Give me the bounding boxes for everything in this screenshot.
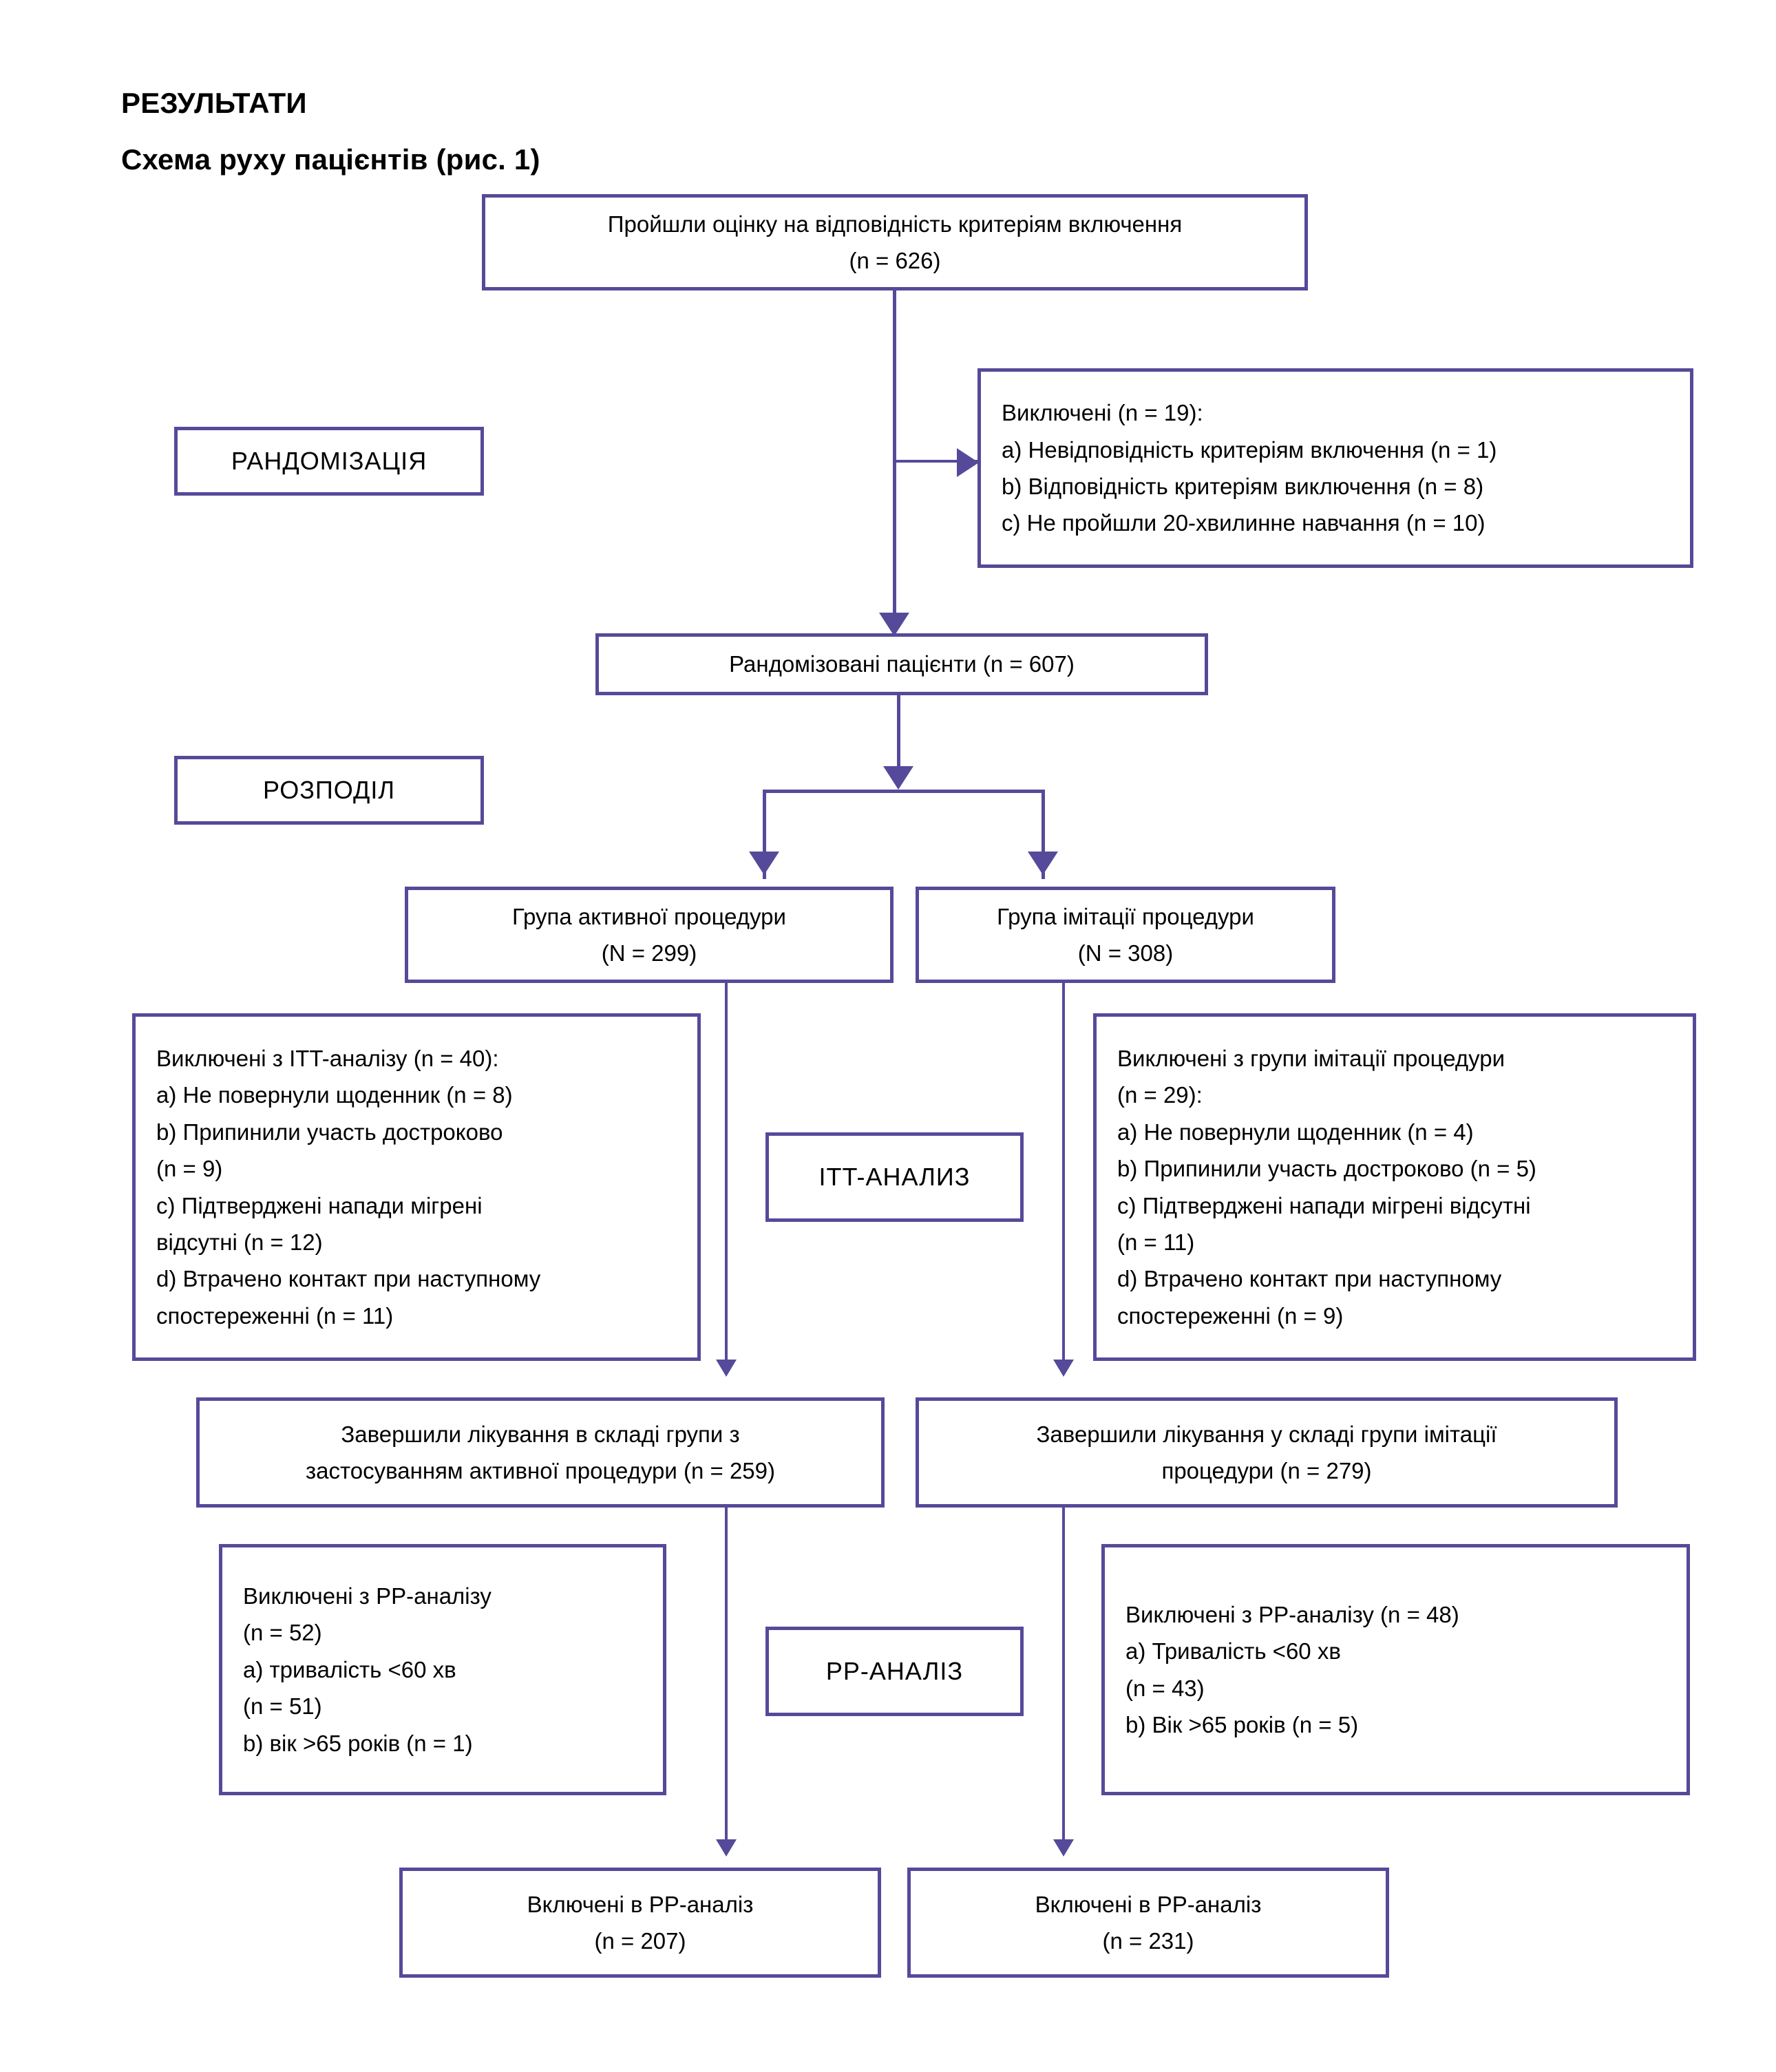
itt-excluded-sham-reason-c-count: (n = 11) [1117,1229,1195,1255]
stage-pp-text: PP-АНАЛІЗ [825,1656,964,1685]
arrowhead-to-sham-group [1028,852,1058,875]
itt-excluded-active-reason-d-count: спостереженні (n = 11) [156,1302,394,1329]
box-pp-excluded-active: Виключені з PP-аналізу (n = 52) a) трива… [219,1544,666,1795]
arrowhead-randomized-split [883,766,913,790]
stage-itt-text: ITT-АНАЛИЗ [818,1162,971,1191]
connector-split-horizontal [763,790,1045,793]
figure-title: Схема руху пацієнтів (рис. 1) [121,143,540,176]
completed-active-line-1: Завершили лікування в складі групи з [341,1421,740,1447]
pp-included-active-count: (n = 207) [594,1928,686,1954]
arrowhead-completed-active-to-pp [716,1839,737,1857]
pp-included-sham-count: (n = 231) [1102,1928,1194,1954]
itt-excluded-active-reason-d: d) Втрачено контакт при наступному [156,1266,541,1292]
assessed-line-1: Пройшли оцінку на відповідність критерія… [607,211,1183,237]
itt-excluded-active-reason-c: c) Підтверджені напади мігрені [156,1192,483,1218]
itt-excluded-active-reason-b-count: (n = 9) [156,1156,223,1182]
box-completed-sham: Завершили лікування у складі групи іміта… [916,1397,1618,1508]
pp-included-sham-label: Включені в PP-аналіз [1035,1891,1262,1917]
box-active-procedure-group: Група активної процедури (N = 299) [405,887,894,983]
arrowhead-to-excluded-screening [957,448,979,477]
pp-excluded-active-count: (n = 52) [243,1620,322,1646]
pp-excluded-sham-header: Виключені з PP-аналізу (n = 48) [1125,1601,1459,1627]
connector-split-left-down [763,790,766,879]
itt-excluded-sham-header: Виключені з групи імітації процедури [1117,1045,1505,1071]
itt-excluded-sham-reason-b: b) Припинили участь достроково (n = 5) [1117,1156,1536,1182]
excluded-screening-reason-a: a) Невідповідність критеріям включення (… [1002,436,1497,463]
excluded-screening-reason-b: b) Відповідність критеріям виключення (n… [1002,474,1484,499]
stage-label-pp-analysis: PP-АНАЛІЗ [765,1627,1024,1716]
connector-to-excluded-screening [895,460,977,463]
pp-excluded-active-reason-b: b) вік >65 років (n = 1) [243,1730,473,1756]
pp-excluded-active-header: Виключені з PP-аналізу [243,1583,491,1609]
active-group-count: (N = 299) [601,940,697,966]
arrowhead-sham-to-completed [1053,1360,1074,1377]
arrowhead-to-active-group [749,852,779,875]
completed-sham-line-1: Завершили лікування у складі групи іміта… [1036,1421,1497,1447]
connector-sham-to-completed [1062,983,1065,1365]
itt-excluded-active-header: Виключені з ITT-аналізу (n = 40): [156,1045,499,1071]
completed-active-line-2: застосуванням активної процедури (n = 25… [306,1458,775,1483]
pp-excluded-sham-reason-a-count: (n = 43) [1125,1675,1205,1701]
stage-label-randomization: РАНДОМІЗАЦІЯ [174,427,484,496]
itt-excluded-sham-count: (n = 29): [1117,1082,1203,1108]
stage-label-allocation: РОЗПОДІЛ [174,756,484,825]
connector-split-right-down [1042,790,1045,879]
sham-group-count: (N = 308) [1077,940,1174,966]
pp-excluded-sham-reason-b: b) Вік >65 років (n = 5) [1125,1711,1359,1737]
stage-label-itt-analysis: ITT-АНАЛИЗ [765,1132,1024,1222]
active-group-label: Група активної процедури [512,903,786,929]
connector-active-to-completed [725,983,728,1365]
box-pp-included-active: Включені в PP-аналіз (n = 207) [399,1868,881,1978]
itt-excluded-sham-reason-a: a) Не повернули щоденник (n = 4) [1117,1119,1474,1145]
pp-included-active-label: Включені в PP-аналіз [527,1891,754,1917]
box-itt-excluded-sham: Виключені з групи імітації процедури (n … [1093,1013,1696,1361]
box-itt-excluded-active: Виключені з ITT-аналізу (n = 40): a) Не … [132,1013,701,1361]
box-pp-excluded-sham: Виключені з PP-аналізу (n = 48) a) Трива… [1101,1544,1690,1795]
arrowhead-completed-sham-to-pp [1053,1839,1074,1857]
itt-excluded-sham-reason-c: c) Підтверджені напади мігрені відсутні [1117,1192,1531,1218]
completed-sham-line-2: процедури (n = 279) [1161,1458,1372,1483]
itt-excluded-active-reason-b: b) Припинили участь достроково [156,1119,503,1145]
box-pp-included-sham: Включені в PP-аналіз (n = 231) [907,1868,1389,1978]
excluded-screening-reason-c: c) Не пройшли 20-хвилинне навчання (n = … [1002,510,1486,536]
stage-randomization-text: РАНДОМІЗАЦІЯ [231,446,427,475]
box-completed-active: Завершили лікування в складі групи з зас… [196,1397,885,1508]
assessed-count: (n = 626) [849,248,941,273]
arrowhead-active-to-completed [716,1360,737,1377]
arrowhead-to-randomized [879,613,909,636]
box-randomized-patients: Рандомізовані пацієнти (n = 607) [595,633,1208,695]
sham-group-label: Група імітації процедури [997,903,1254,929]
box-sham-procedure-group: Група імітації процедури (N = 308) [916,887,1335,983]
excluded-screening-header: Виключені (n = 19): [1002,400,1203,426]
pp-excluded-sham-reason-a: a) Тривалість <60 хв [1125,1638,1341,1664]
itt-excluded-sham-reason-d-count: спостереженні (n = 9) [1117,1302,1344,1329]
randomized-text: Рандомізовані пацієнти (n = 607) [729,651,1075,677]
itt-excluded-sham-reason-d: d) Втрачено контакт при наступному [1117,1266,1502,1292]
connector-assessed-trunk [893,290,896,635]
pp-excluded-active-reason-a-count: (n = 51) [243,1693,322,1720]
itt-excluded-active-reason-a: a) Не повернули щоденник (n = 8) [156,1082,513,1108]
connector-randomized-down [897,695,900,771]
page-title: РЕЗУЛЬТАТИ [121,87,307,119]
stage-allocation-text: РОЗПОДІЛ [262,775,396,804]
box-excluded-screening: Виключені (n = 19): a) Невідповідність к… [977,368,1693,568]
pp-excluded-active-reason-a: a) тривалість <60 хв [243,1656,456,1682]
connector-completed-active-to-pp [725,1508,728,1845]
itt-excluded-active-reason-c-count: відсутні (n = 12) [156,1229,323,1255]
connector-completed-sham-to-pp [1062,1508,1065,1845]
box-assessed-for-eligibility: Пройшли оцінку на відповідність критерія… [482,194,1308,290]
